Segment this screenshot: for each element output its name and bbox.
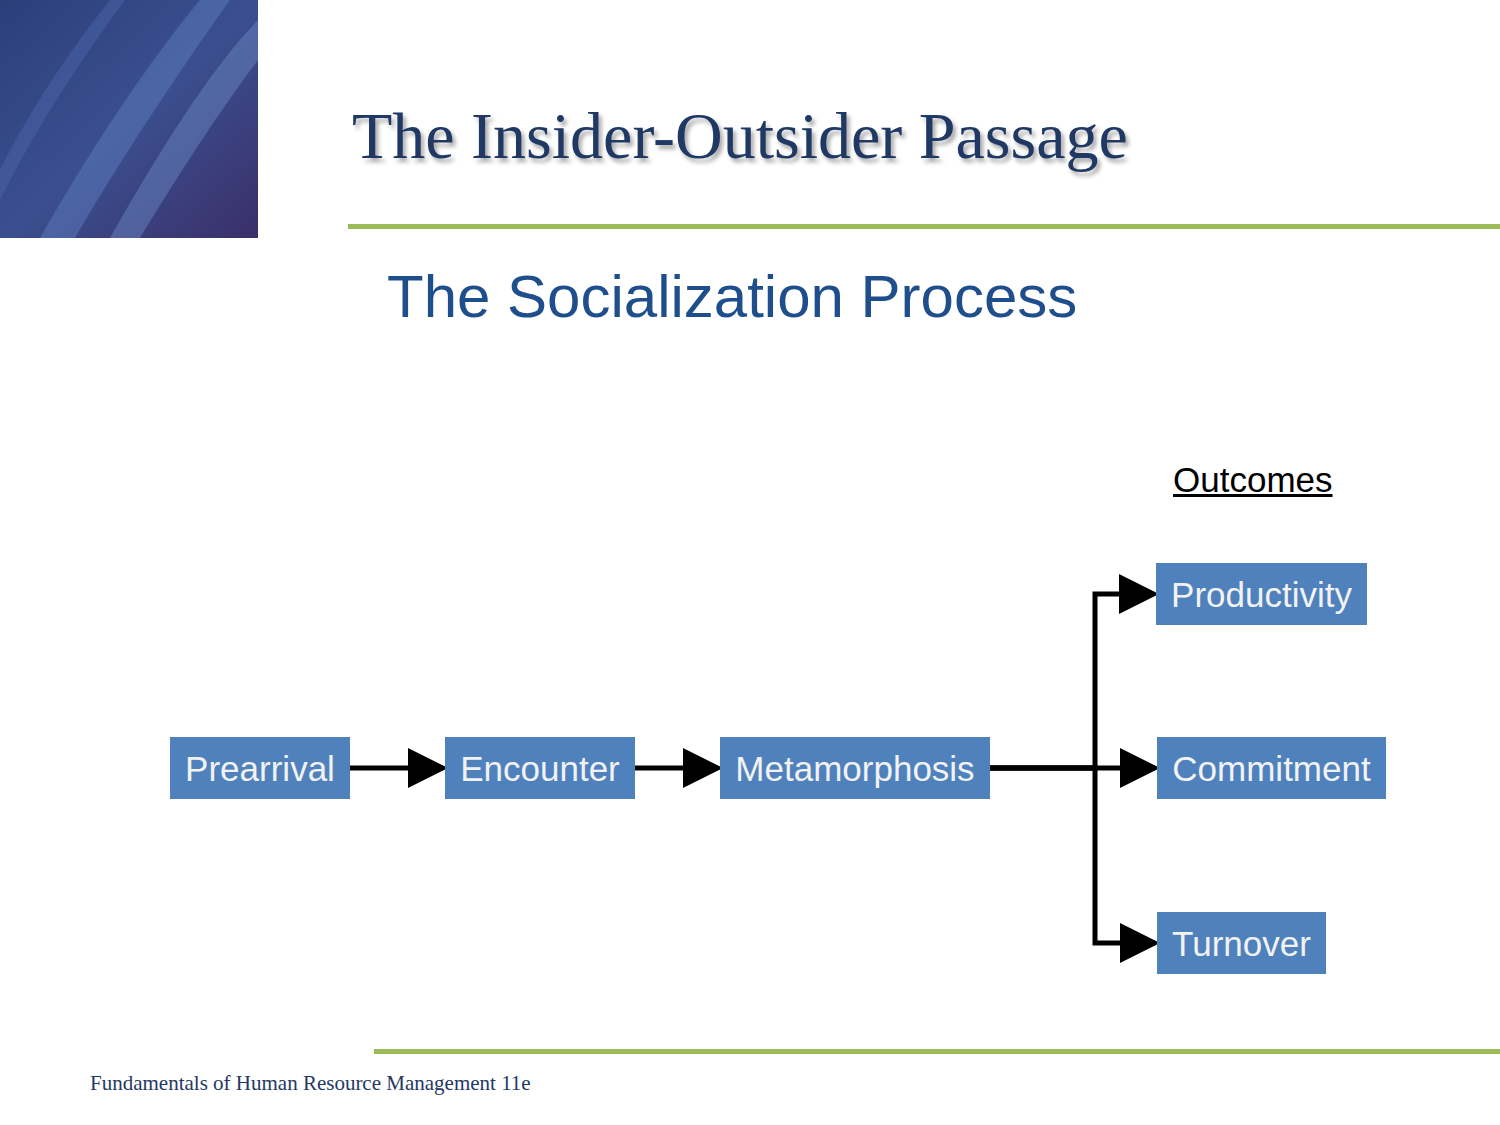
box-label: Turnover [1172,926,1311,961]
stage-box: Turnover [1157,912,1326,974]
footer-text: Fundamentals of Human Resource Managemen… [90,1071,531,1096]
corner-panel [0,0,258,238]
flow-arrow [635,766,718,771]
rule-line [374,1049,1500,1054]
subtitle: The Socialization Process [387,262,1077,331]
box-label: Metamorphosis [735,751,974,786]
outcomes-heading: Outcomes [1173,460,1333,500]
flow-arrow [350,766,443,771]
swoosh [0,0,125,200]
stage-box: Encounter [445,737,635,799]
box-label: Prearrival [185,751,335,786]
swoosh [110,20,258,238]
stage-box: Commitment [1157,737,1386,799]
box-label: Encounter [460,751,620,786]
box-label: Commitment [1172,751,1370,786]
flow-arrow [990,768,1155,943]
flow-arrow [990,594,1154,768]
stage-box: Metamorphosis [720,737,990,799]
box-label: Productivity [1171,577,1352,612]
stage-box: Productivity [1156,563,1367,625]
rule-line [348,224,1500,229]
slide-title: The Insider-Outsider Passage [352,98,1128,174]
stage-box: Prearrival [170,737,350,799]
